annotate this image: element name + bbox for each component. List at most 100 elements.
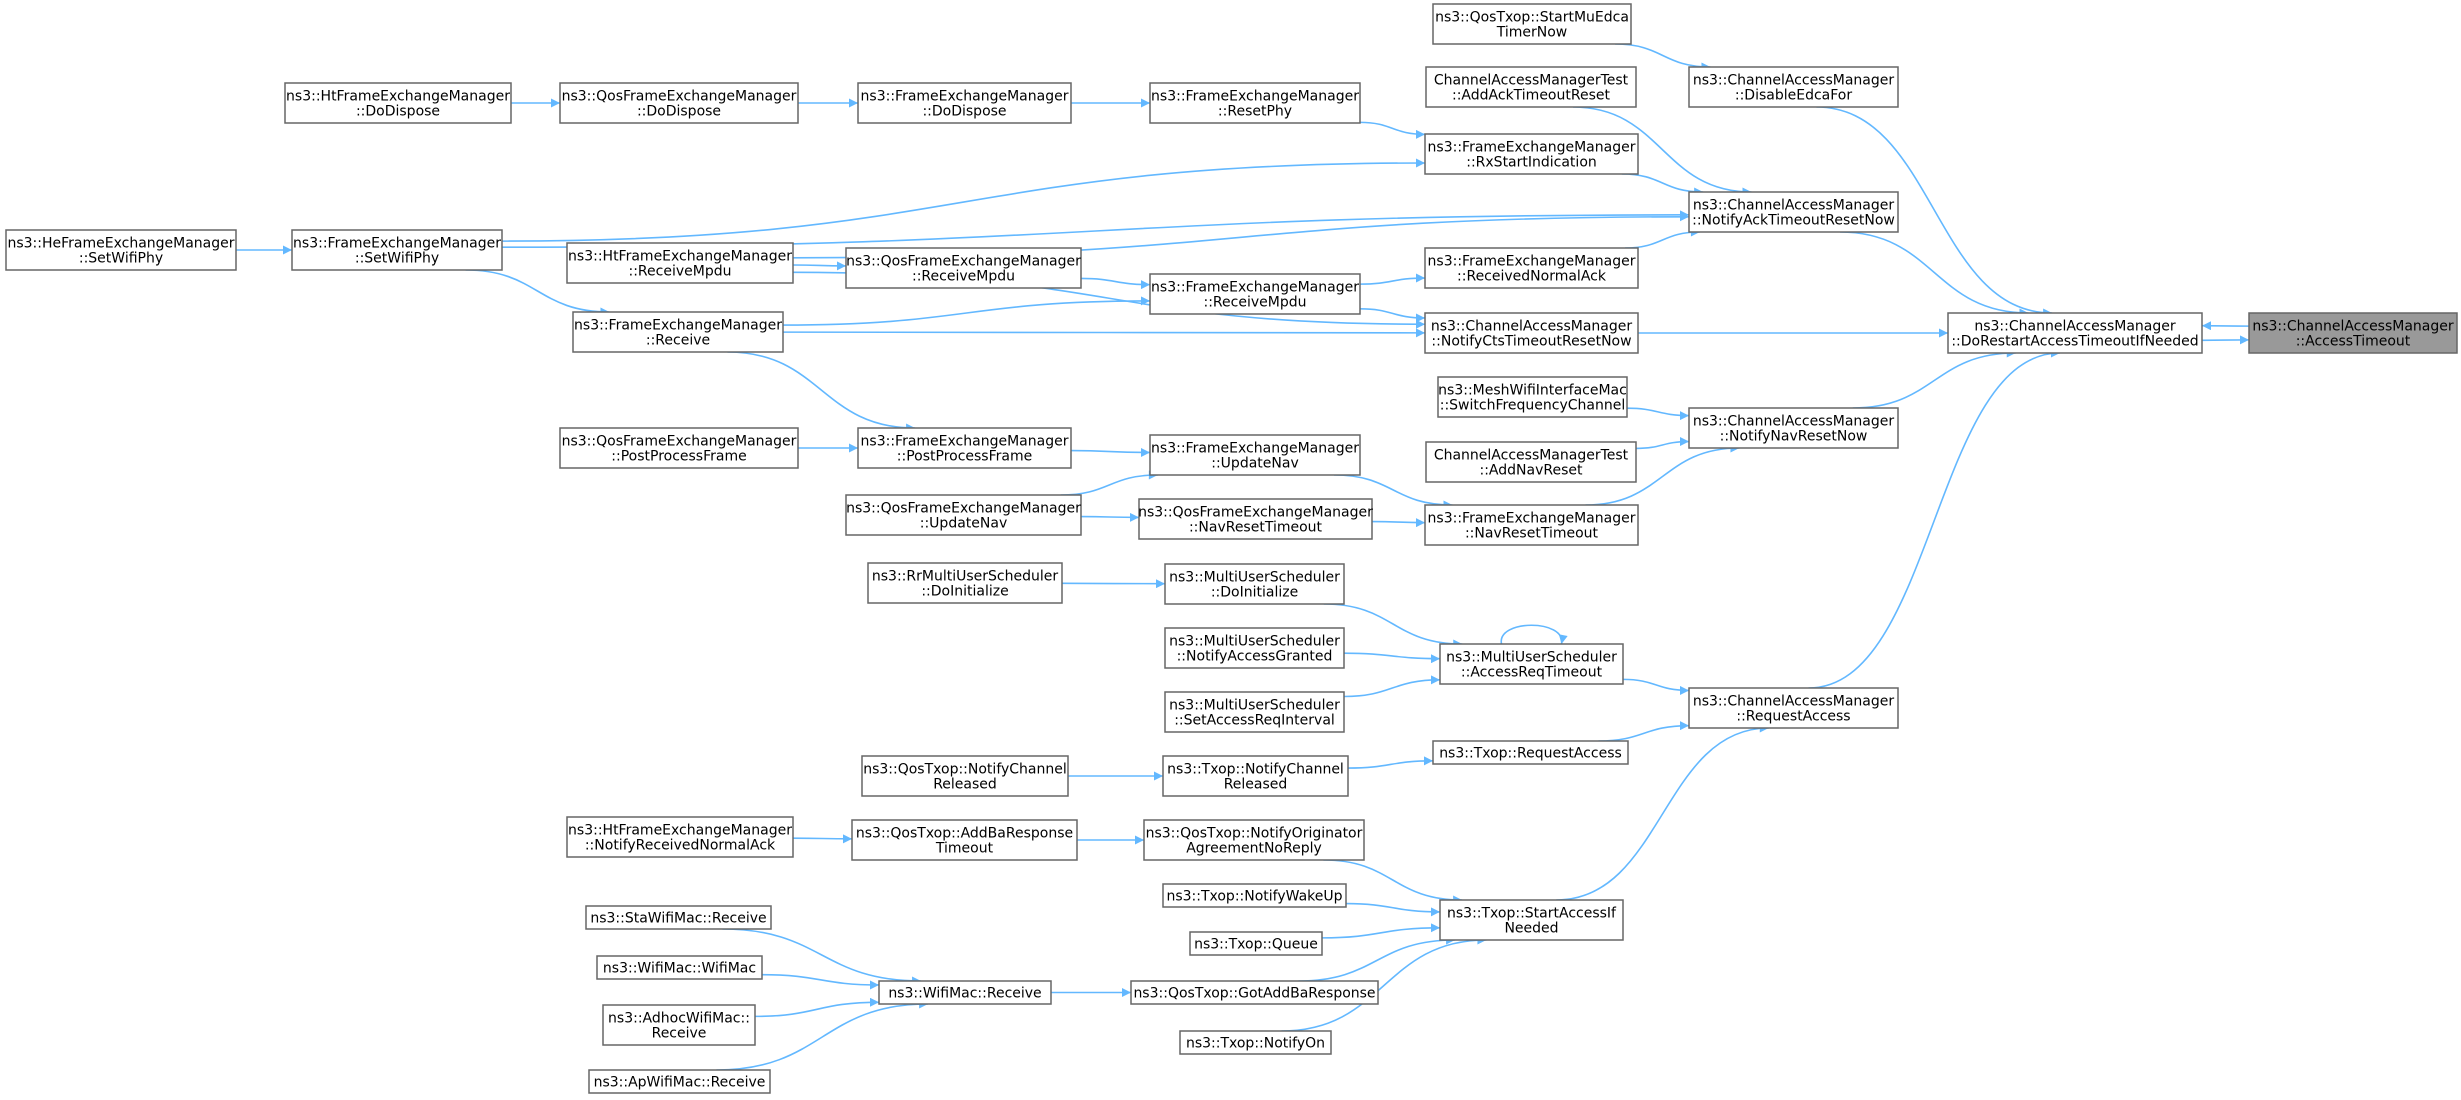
node-test-addack[interactable]: ChannelAccessManagerTest::AddAckTimeoutR… <box>1425 66 1637 108</box>
node-box <box>291 229 503 271</box>
node-label-line: ns3::HtFrameExchangeManager <box>286 89 510 105</box>
edge-accessreqtimeout-to-requestaccess_cam <box>1622 678 1690 695</box>
node-updatenav-qos[interactable]: ns3::QosFrameExchangeManager::UpdateNav <box>845 494 1082 536</box>
node-box <box>1162 883 1347 908</box>
node-adhocwifimac-receive[interactable]: ns3::AdhocWifiMac::Receive <box>602 1004 756 1046</box>
edge-doinitialize_mus-to-accessreqtimeout <box>1323 603 1463 649</box>
node-gotaddba[interactable]: ns3::QosTxop::GotAddBaResponse <box>1130 980 1379 1005</box>
node-label-line: ns3::ChannelAccessManager <box>1693 694 1895 710</box>
edge-notifynav-to-dorestart <box>1852 348 2016 409</box>
nodes-layer: ns3::ChannelAccessManager::AccessTimeout… <box>5 3 2458 1094</box>
node-notifyoriginator[interactable]: ns3::QosTxop::NotifyOriginatorAgreementN… <box>1143 819 1365 861</box>
node-test-addnav[interactable]: ChannelAccessManagerTest::AddNavReset <box>1425 441 1637 483</box>
node-wifimac-receive[interactable]: ns3::WifiMac::Receive <box>878 980 1052 1005</box>
node-receivempdu-fem[interactable]: ns3::FrameExchangeManager::ReceiveMpdu <box>1149 273 1361 315</box>
node-box <box>1164 563 1345 605</box>
node-label-line: ns3::QosTxop::StartMuEdca <box>1435 10 1629 26</box>
node-postprocess-qos[interactable]: ns3::QosFrameExchangeManager::PostProces… <box>559 427 799 469</box>
node-requestaccess-cam[interactable]: ns3::ChannelAccessManager::RequestAccess <box>1688 687 1899 729</box>
node-box <box>588 1069 771 1094</box>
node-box <box>1437 376 1628 418</box>
node-label-line: ::NavResetTimeout <box>1189 520 1323 536</box>
node-box <box>566 816 794 858</box>
node-label-line: ns3::Txop::Queue <box>1194 937 1318 953</box>
node-resetphy[interactable]: ns3::FrameExchangeManager::ResetPhy <box>1149 82 1361 124</box>
node-label-line: TimerNow <box>1496 25 1568 41</box>
node-label-line: ::PostProcessFrame <box>897 449 1032 465</box>
node-switchfreq[interactable]: ns3::MeshWifiInterfaceMac::SwitchFrequen… <box>1437 376 1628 418</box>
node-label-line: ::DoDispose <box>637 104 721 120</box>
node-notifywakeup[interactable]: ns3::Txop::NotifyWakeUp <box>1162 883 1347 908</box>
node-setwifiphy-fem[interactable]: ns3::FrameExchangeManager::SetWifiPhy <box>291 229 503 271</box>
node-label-line: ::SetAccessReqInterval <box>1174 713 1335 729</box>
node-dodispose-ht[interactable]: ns3::HtFrameExchangeManager::DoDispose <box>284 82 512 124</box>
node-doinitialize-mus[interactable]: ns3::MultiUserScheduler::DoInitialize <box>1164 563 1345 605</box>
node-navresettimeout-qos[interactable]: ns3::QosFrameExchangeManager::NavResetTi… <box>1138 498 1373 540</box>
node-label-line: ns3::RrMultiUserScheduler <box>872 569 1058 585</box>
node-notifynav[interactable]: ns3::ChannelAccessManager::NotifyNavRese… <box>1688 407 1899 449</box>
node-box <box>1424 504 1639 546</box>
edge-updatenav_fem-to-navresettimeout_fem <box>1333 474 1453 510</box>
node-receivempdu-ht[interactable]: ns3::HtFrameExchangeManager::ReceiveMpdu <box>566 242 794 284</box>
node-rxstart[interactable]: ns3::FrameExchangeManager::RxStartIndica… <box>1424 133 1639 175</box>
node-label-line: ::Receive <box>646 333 710 349</box>
node-rr-doinitialize[interactable]: ns3::RrMultiUserScheduler::DoInitialize <box>867 562 1063 604</box>
node-notifyon[interactable]: ns3::Txop::NotifyOn <box>1179 1030 1332 1055</box>
node-apwifimac-receive[interactable]: ns3::ApWifiMac::Receive <box>588 1069 771 1094</box>
node-setaccessreqinterval[interactable]: ns3::MultiUserScheduler::SetAccessReqInt… <box>1164 691 1345 733</box>
node-label-line: ns3::HeFrameExchangeManager <box>7 236 234 252</box>
node-wifimac-wifimac[interactable]: ns3::WifiMac::WifiMac <box>596 955 763 980</box>
node-box <box>1425 441 1637 483</box>
node-notifyacktimeout[interactable]: ns3::ChannelAccessManager::NotifyAckTime… <box>1688 191 1899 233</box>
node-disableedca[interactable]: ns3::ChannelAccessManager::DisableEdcaFo… <box>1688 66 1899 108</box>
node-label-line: ns3::HtFrameExchangeManager <box>568 823 792 839</box>
node-label-line: ns3::Txop::NotifyOn <box>1186 1036 1325 1052</box>
node-label-line: ::ReceiveMpdu <box>912 269 1015 285</box>
node-box <box>1688 407 1899 449</box>
node-label-line: ::ReceivedNormalAck <box>1457 269 1607 285</box>
edge-notifyon-to-startaccessifneeded <box>1281 935 1487 1032</box>
node-notifycts[interactable]: ns3::ChannelAccessManager::NotifyCtsTime… <box>1424 312 1639 354</box>
node-label-line: ::ReceiveMpdu <box>629 264 732 280</box>
node-receivempdu-qos[interactable]: ns3::QosFrameExchangeManager::ReceiveMpd… <box>845 247 1082 289</box>
node-txop-queue[interactable]: ns3::Txop::Queue <box>1189 931 1323 956</box>
node-accessreqtimeout[interactable]: ns3::MultiUserScheduler::AccessReqTimeou… <box>1439 643 1624 685</box>
node-box <box>1143 819 1365 861</box>
node-label-line: ns3::FrameExchangeManager <box>861 89 1069 105</box>
edge-notifywakeup-to-startaccessifneeded <box>1345 902 1441 917</box>
node-dodispose-fem[interactable]: ns3::FrameExchangeManager::DoDispose <box>857 82 1072 124</box>
node-label-line: ::AddNavReset <box>1480 463 1583 479</box>
node-box <box>857 427 1072 469</box>
node-label-line: ::SetWifiPhy <box>355 251 439 267</box>
edge-receivempdu_fem-to-notifycts <box>1359 308 1426 323</box>
node-label-line: ns3::QosFrameExchangeManager <box>562 434 797 450</box>
edge-txop_queue-to-startaccessifneeded <box>1321 923 1441 939</box>
node-label-line: ns3::ChannelAccessManager <box>1974 319 2176 335</box>
node-label-line: ns3::ChannelAccessManager <box>1431 319 1633 335</box>
edge-navresettimeout_qos-to-navresettimeout_fem <box>1371 518 1426 528</box>
node-ht-notifyreceivednormalack[interactable]: ns3::HtFrameExchangeManager::NotifyRecei… <box>566 816 794 858</box>
node-txop-requestaccess[interactable]: ns3::Txop::RequestAccess <box>1432 740 1629 765</box>
node-postprocess-fem[interactable]: ns3::FrameExchangeManager::PostProcessFr… <box>857 427 1072 469</box>
node-receivednormalack[interactable]: ns3::FrameExchangeManager::ReceivedNorma… <box>1424 247 1639 289</box>
node-dorestart[interactable]: ns3::ChannelAccessManager::DoRestartAcce… <box>1947 312 2203 354</box>
node-stawifimac-receive[interactable]: ns3::StaWifiMac::Receive <box>585 905 772 930</box>
node-label-line: ns3::FrameExchangeManager <box>1428 511 1636 527</box>
node-navresettimeout-fem[interactable]: ns3::FrameExchangeManager::NavResetTimeo… <box>1424 504 1639 546</box>
node-receive-fem[interactable]: ns3::FrameExchangeManager::Receive <box>572 311 784 353</box>
node-box <box>1149 273 1361 315</box>
node-notifyaccessgranted[interactable]: ns3::MultiUserScheduler::NotifyAccessGra… <box>1164 627 1345 669</box>
node-updatenav-fem[interactable]: ns3::FrameExchangeManager::UpdateNav <box>1149 434 1361 476</box>
node-label-line: Released <box>1224 777 1288 793</box>
node-setwifiphy-he[interactable]: ns3::HeFrameExchangeManager::SetWifiPhy <box>5 229 237 271</box>
node-label-line: ::UpdateNav <box>1211 456 1298 472</box>
node-dodispose-qos[interactable]: ns3::QosFrameExchangeManager::DoDispose <box>559 82 799 124</box>
node-label-line: ::NotifyNavResetNow <box>1720 429 1868 445</box>
node-label-line: ns3::FrameExchangeManager <box>1151 89 1359 105</box>
